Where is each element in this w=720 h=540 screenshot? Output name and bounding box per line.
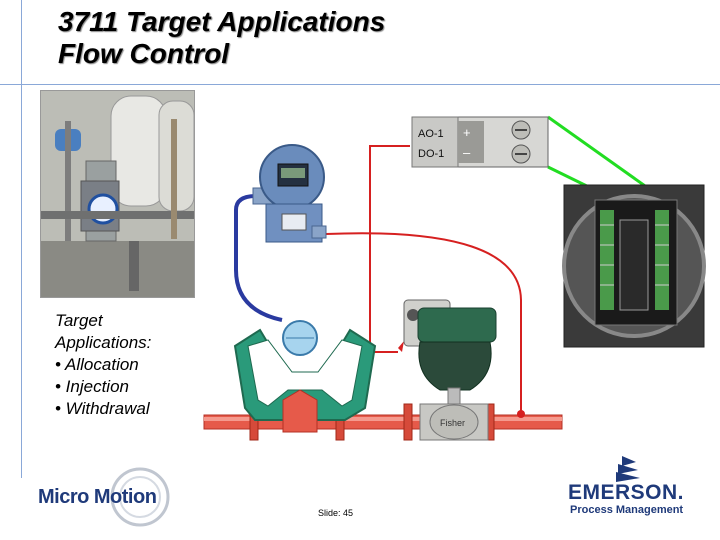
title-line-2: Flow Control	[58, 38, 230, 69]
wire-arrow	[398, 341, 404, 352]
terminal-block-zoom: AO-1 DO-1 + –	[411, 116, 549, 168]
targets-heading-2: Applications:	[55, 333, 152, 352]
valve-brand-label: Fisher	[440, 418, 465, 428]
emerson-name: EMERSON.	[568, 481, 685, 504]
left-guide-line	[21, 0, 22, 478]
sensor-cable	[234, 194, 283, 322]
flow-transmitter	[252, 144, 327, 243]
coriolis-sensor	[233, 320, 377, 433]
minus-terminal-label: –	[463, 145, 471, 160]
signal-wiring	[325, 145, 522, 412]
slide-title: 3711 Target Applications Flow Control	[58, 6, 385, 70]
target-item-injection: • Injection	[55, 377, 129, 396]
ao-terminal-label: AO-1	[418, 128, 444, 140]
emerson-logo	[616, 456, 640, 482]
emerson-mark-icon	[616, 456, 640, 482]
do-terminal-label: DO-1	[418, 148, 444, 160]
micro-motion-logo	[110, 467, 170, 527]
installation-photo	[40, 90, 195, 298]
emerson-subtitle: Process Management	[570, 504, 684, 516]
micro-motion-logo-text: Micro Motion	[38, 486, 157, 508]
transmitter-housing-photo	[562, 184, 706, 348]
target-item-allocation: • Allocation	[55, 355, 139, 374]
targets-heading-1: Target	[55, 311, 103, 330]
title-underline	[0, 84, 720, 85]
slide-number: Slide: 45	[318, 508, 354, 518]
title-line-1: 3711 Target Applications	[58, 6, 386, 37]
target-item-withdrawal: • Withdrawal	[55, 399, 150, 418]
plus-terminal-label: +	[463, 125, 471, 140]
control-valve: Fisher	[403, 299, 497, 441]
target-applications-list: Target Applications: • Allocation • Inje…	[55, 310, 151, 420]
